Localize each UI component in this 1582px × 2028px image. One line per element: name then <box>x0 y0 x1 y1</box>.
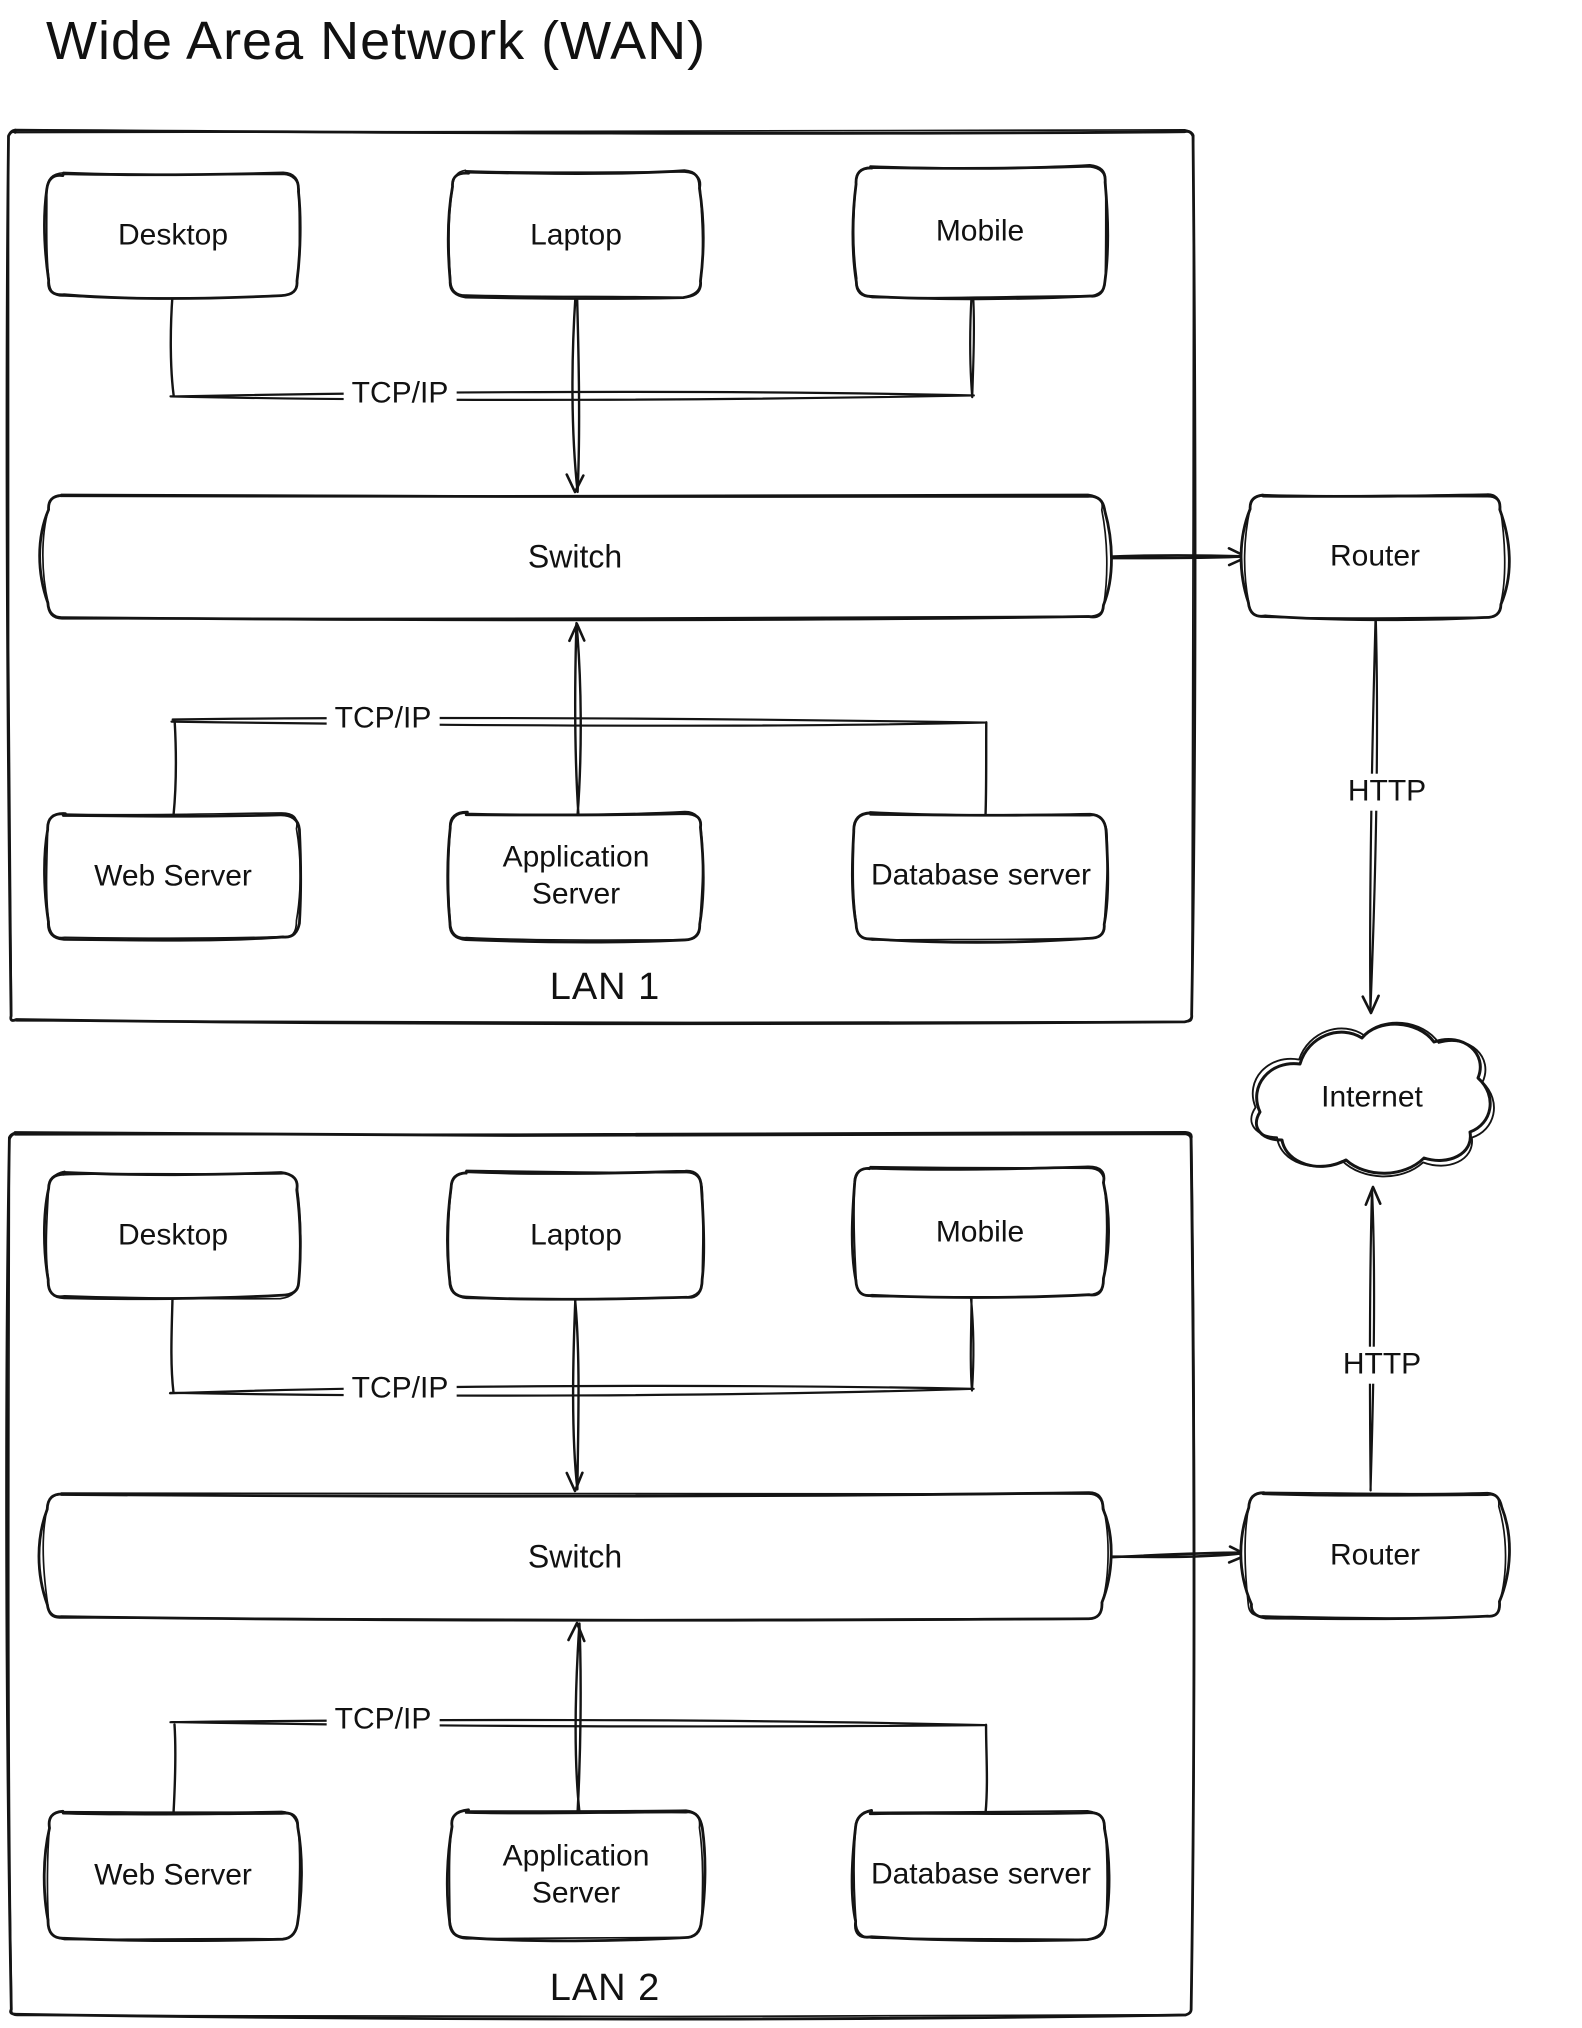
lan2-web-server-node-outline-2 <box>46 1810 301 1941</box>
router1-internet-arrowhead <box>1361 994 1380 1015</box>
lan1-switch-node-outline-2 <box>41 493 1108 620</box>
http-link2-label: HTTP <box>1334 1346 1430 1384</box>
lan2-server-app-label: Application Server <box>502 1839 650 1909</box>
lan1-laptop-node-outline-2 <box>448 169 704 299</box>
lan1-desktop-drop-line <box>169 293 175 397</box>
lan2-desktop-drop-line <box>170 1296 175 1394</box>
lan2-client-bus-label: TCP/IP <box>343 1370 457 1408</box>
lan2-web-riser-line <box>172 1723 177 1815</box>
lan2-desktop-node-outline <box>42 1171 302 1301</box>
lan2-box-outline-2 <box>7 1130 1196 2018</box>
lan1-server-db-label: Database server <box>870 858 1092 892</box>
lan2-mobile-node-outline-2 <box>853 1165 1108 1298</box>
http-link1-label: HTTP <box>1339 773 1435 811</box>
lan1-switch-router-arrow <box>1101 554 1249 560</box>
lan1-client-mobile-label: Mobile <box>935 214 1025 248</box>
lan2-client-laptop-label: Laptop <box>530 1218 622 1252</box>
router1-internet-arrow <box>1369 617 1379 1011</box>
lan2-server-bus-label: TCP/IP <box>326 1701 440 1739</box>
lan2-laptop-node-outline-2 <box>447 1169 704 1300</box>
lan2-app-switch-arrow <box>574 1622 582 1815</box>
lan1-app-server-node-outline-2 <box>447 810 704 941</box>
lan1-db-server-node-outline-2 <box>852 812 1109 941</box>
lan1-client-bus-label: TCP/IP <box>343 375 457 413</box>
lan1-desktop-node-outline-2 <box>45 171 301 299</box>
lan2-server-web-label: Web Server <box>94 1858 252 1892</box>
lan2-laptop-switch-arrow <box>571 1293 580 1491</box>
lan2-desktop-node-outline-2 <box>45 1170 302 1300</box>
lan1-db-riser-line <box>984 721 988 818</box>
lan2-app-switch-arrowhead <box>567 1621 586 1643</box>
lan2-server-db-label: Database server <box>870 1857 1092 1891</box>
lan2-app-server-node-outline-2 <box>448 1809 704 1940</box>
lan1-client-laptop-label: Laptop <box>530 218 622 252</box>
lan1-laptop-switch-arrow <box>571 293 581 494</box>
router2-internet-arrowhead <box>1364 1185 1382 1206</box>
lan2-laptop-switch-arrowhead <box>565 1471 584 1493</box>
lan2-client-desktop-label: Desktop <box>117 1218 229 1252</box>
lan2-title: LAN 2 <box>549 1966 661 2009</box>
lan2-client-mobile-label: Mobile <box>935 1215 1025 1249</box>
lan1-app-switch-arrowhead <box>568 622 586 643</box>
lan1-mobile-drop-line <box>969 294 976 399</box>
lan1-web-riser-line <box>172 720 178 817</box>
lan1-web-server-node-outline-2 <box>45 812 302 940</box>
router2-node-outline-2 <box>1244 1491 1507 1619</box>
lan1-box-outline-2 <box>6 128 1195 1024</box>
lan2-db-riser-line <box>984 1723 989 1815</box>
lan1-title: LAN 1 <box>549 965 661 1008</box>
lan1-server-bus-label: TCP/IP <box>326 700 440 738</box>
router2-internet-arrow <box>1368 1187 1376 1492</box>
lan1-server-app-label: Application Server <box>502 840 650 910</box>
router2-label: Router <box>1329 1538 1421 1572</box>
internet-cloud-label: Internet <box>1321 1080 1423 1114</box>
router1-node-outline-2 <box>1243 493 1506 619</box>
lan1-laptop-switch-arrowhead <box>565 473 585 494</box>
lan1-mobile-node-outline-2 <box>852 165 1107 299</box>
lan2-mobile-drop-line <box>969 1295 975 1392</box>
lan2-switch-label: Switch <box>527 1538 623 1575</box>
lan2-switch-node-outline-2 <box>42 1492 1109 1621</box>
lan1-client-desktop-label: Desktop <box>117 218 229 252</box>
router1-label: Router <box>1329 539 1421 573</box>
lan2-db-server-node-outline-2 <box>853 1810 1108 1941</box>
lan1-server-web-label: Web Server <box>94 859 252 893</box>
diagram-title: Wide Area Network (WAN) <box>46 11 707 71</box>
lan1-switch-label: Switch <box>527 538 623 575</box>
internet-cloud-2 <box>1250 1021 1495 1178</box>
